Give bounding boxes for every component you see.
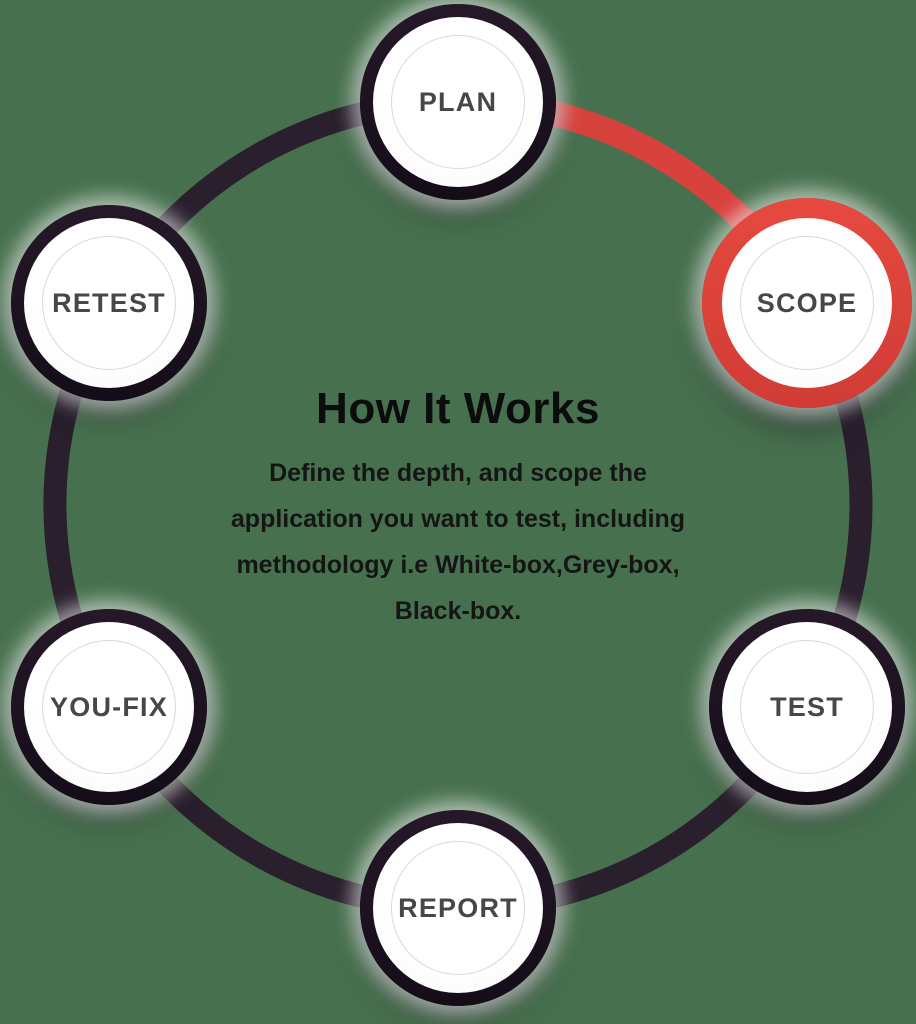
- node-you-fix-disc: YOU-FIX: [24, 622, 194, 792]
- node-report-disc: REPORT: [373, 823, 543, 993]
- node-report-inner-outline: REPORT: [391, 841, 525, 975]
- node-retest-inner-outline: RETEST: [42, 236, 176, 370]
- node-retest[interactable]: RETEST: [11, 205, 207, 401]
- node-you-fix-inner-outline: YOU-FIX: [42, 640, 176, 774]
- node-retest-disc: RETEST: [24, 218, 194, 388]
- node-plan-label: PLAN: [418, 86, 498, 117]
- node-scope-inner-outline: SCOPE: [740, 236, 874, 370]
- node-plan[interactable]: PLAN: [360, 4, 556, 200]
- node-retest-label: RETEST: [52, 287, 166, 318]
- node-report[interactable]: REPORT: [360, 810, 556, 1006]
- node-scope-disc: SCOPE: [722, 218, 892, 388]
- diagram-title: How It Works: [316, 384, 600, 433]
- node-report-label: REPORT: [398, 892, 518, 923]
- node-test-inner-outline: TEST: [740, 640, 874, 774]
- node-you-fix[interactable]: YOU-FIX: [11, 609, 207, 805]
- center-text-block: How It Works Define the depth, and scope…: [128, 384, 788, 634]
- diagram-description: Define the depth, and scope the applicat…: [230, 459, 686, 625]
- node-plan-disc: PLAN: [373, 17, 543, 187]
- node-you-fix-label: YOU-FIX: [50, 691, 168, 722]
- node-test-label: TEST: [770, 691, 844, 722]
- node-test-disc: TEST: [722, 622, 892, 792]
- node-plan-inner-outline: PLAN: [391, 35, 525, 169]
- node-test[interactable]: TEST: [709, 609, 905, 805]
- node-scope[interactable]: SCOPE: [702, 198, 912, 408]
- node-scope-label: SCOPE: [756, 287, 858, 318]
